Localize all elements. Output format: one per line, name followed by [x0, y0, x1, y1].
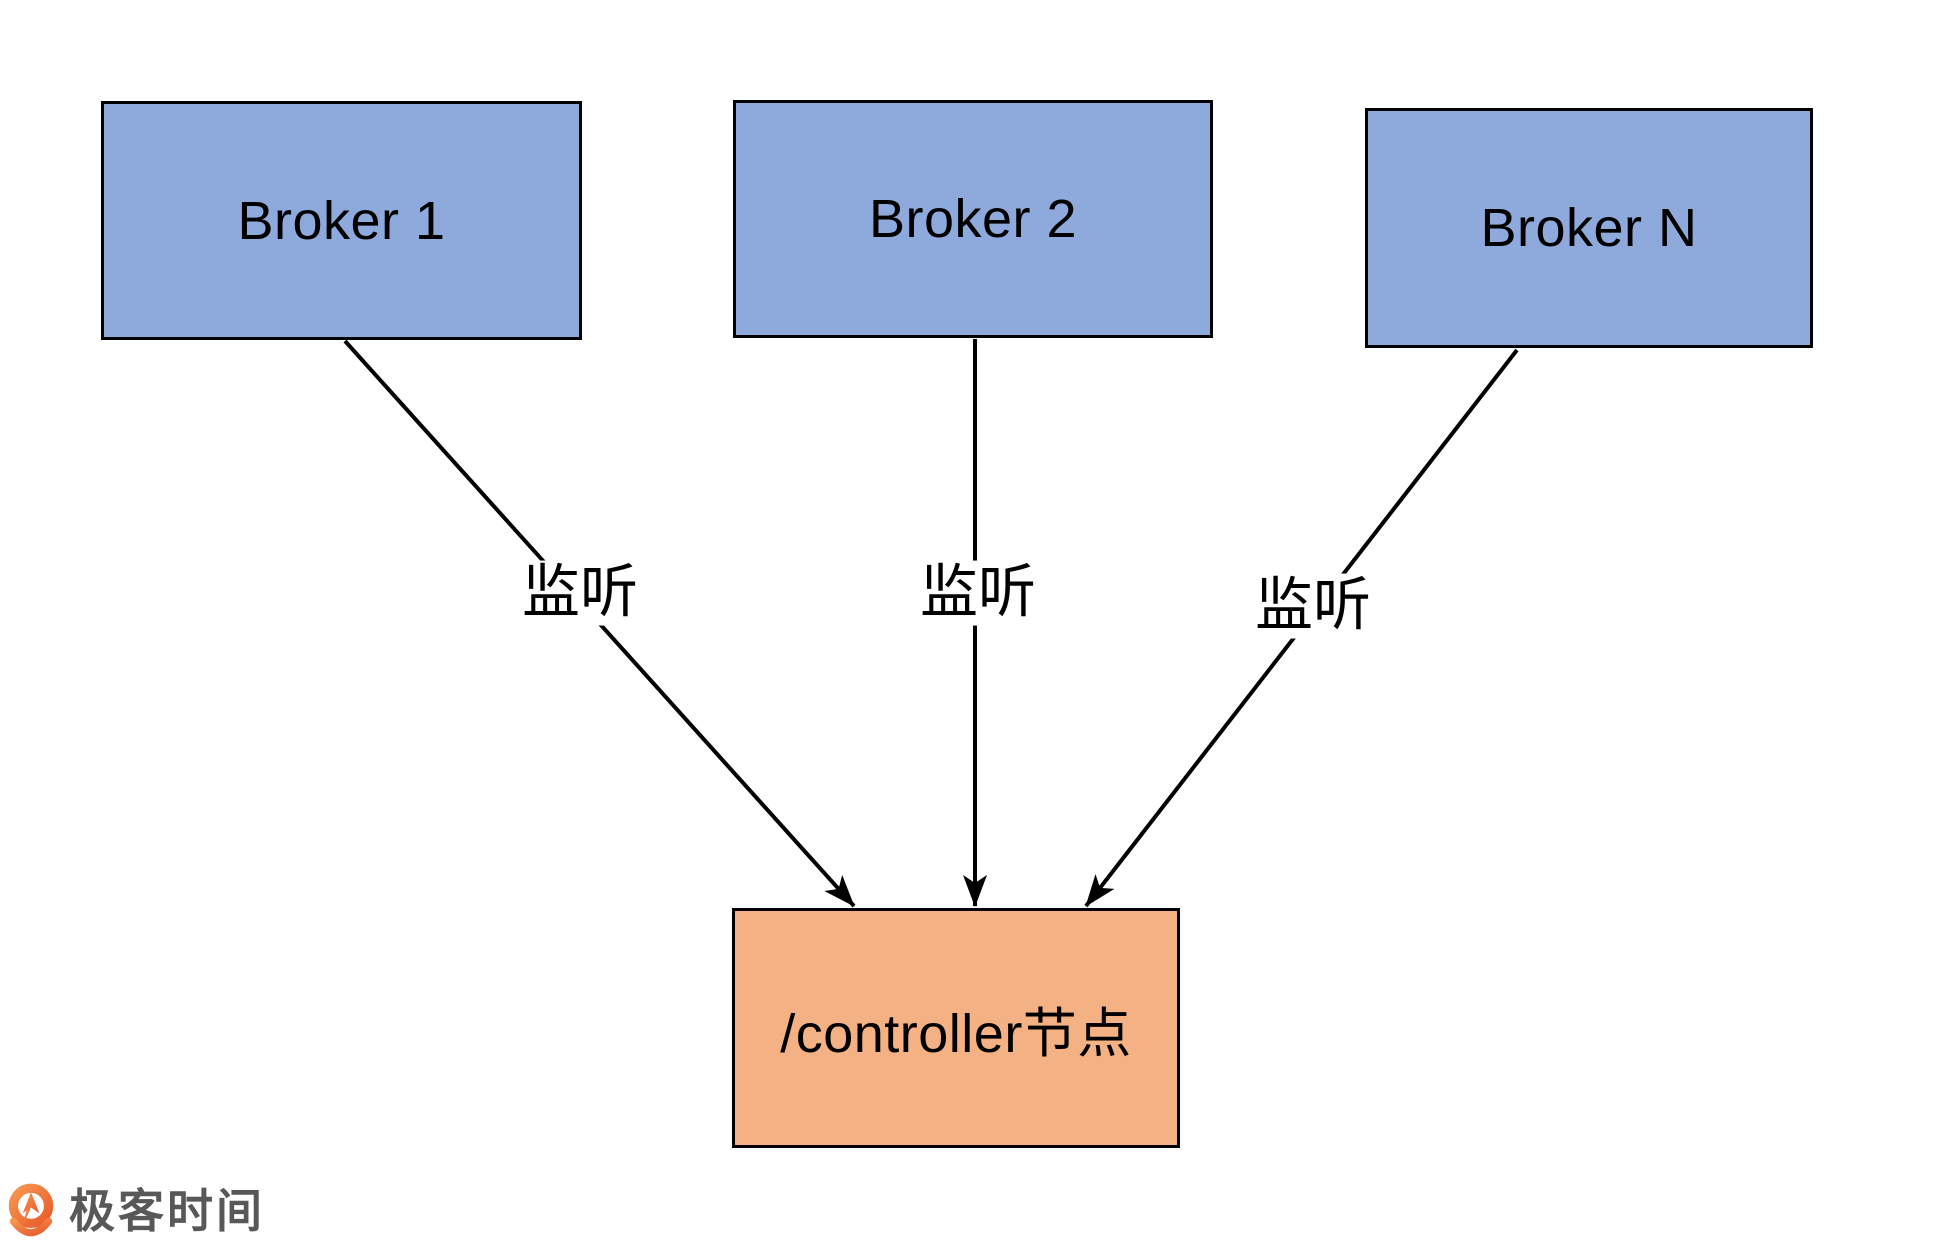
node-controller: /controller节点: [732, 908, 1180, 1148]
edge-label-listen-3: 监听: [1246, 573, 1380, 639]
node-broker-1-label: Broker 1: [237, 190, 446, 251]
edge-label-listen-1: 监听: [513, 560, 647, 626]
node-broker-1: Broker 1: [101, 101, 582, 340]
geekbang-logo: 极客时间: [7, 1180, 265, 1242]
node-broker-2-label: Broker 2: [868, 189, 1078, 249]
geekbang-logo-icon: [8, 1183, 54, 1237]
edge-label-listen-2: 监听: [911, 560, 1045, 626]
node-broker-2: Broker 2: [733, 100, 1213, 338]
node-controller-label: /controller节点: [780, 1003, 1132, 1064]
geekbang-logo-text: 极客时间: [69, 1185, 265, 1237]
node-broker-n-label: Broker N: [1480, 198, 1698, 258]
node-broker-n: Broker N: [1365, 108, 1813, 348]
